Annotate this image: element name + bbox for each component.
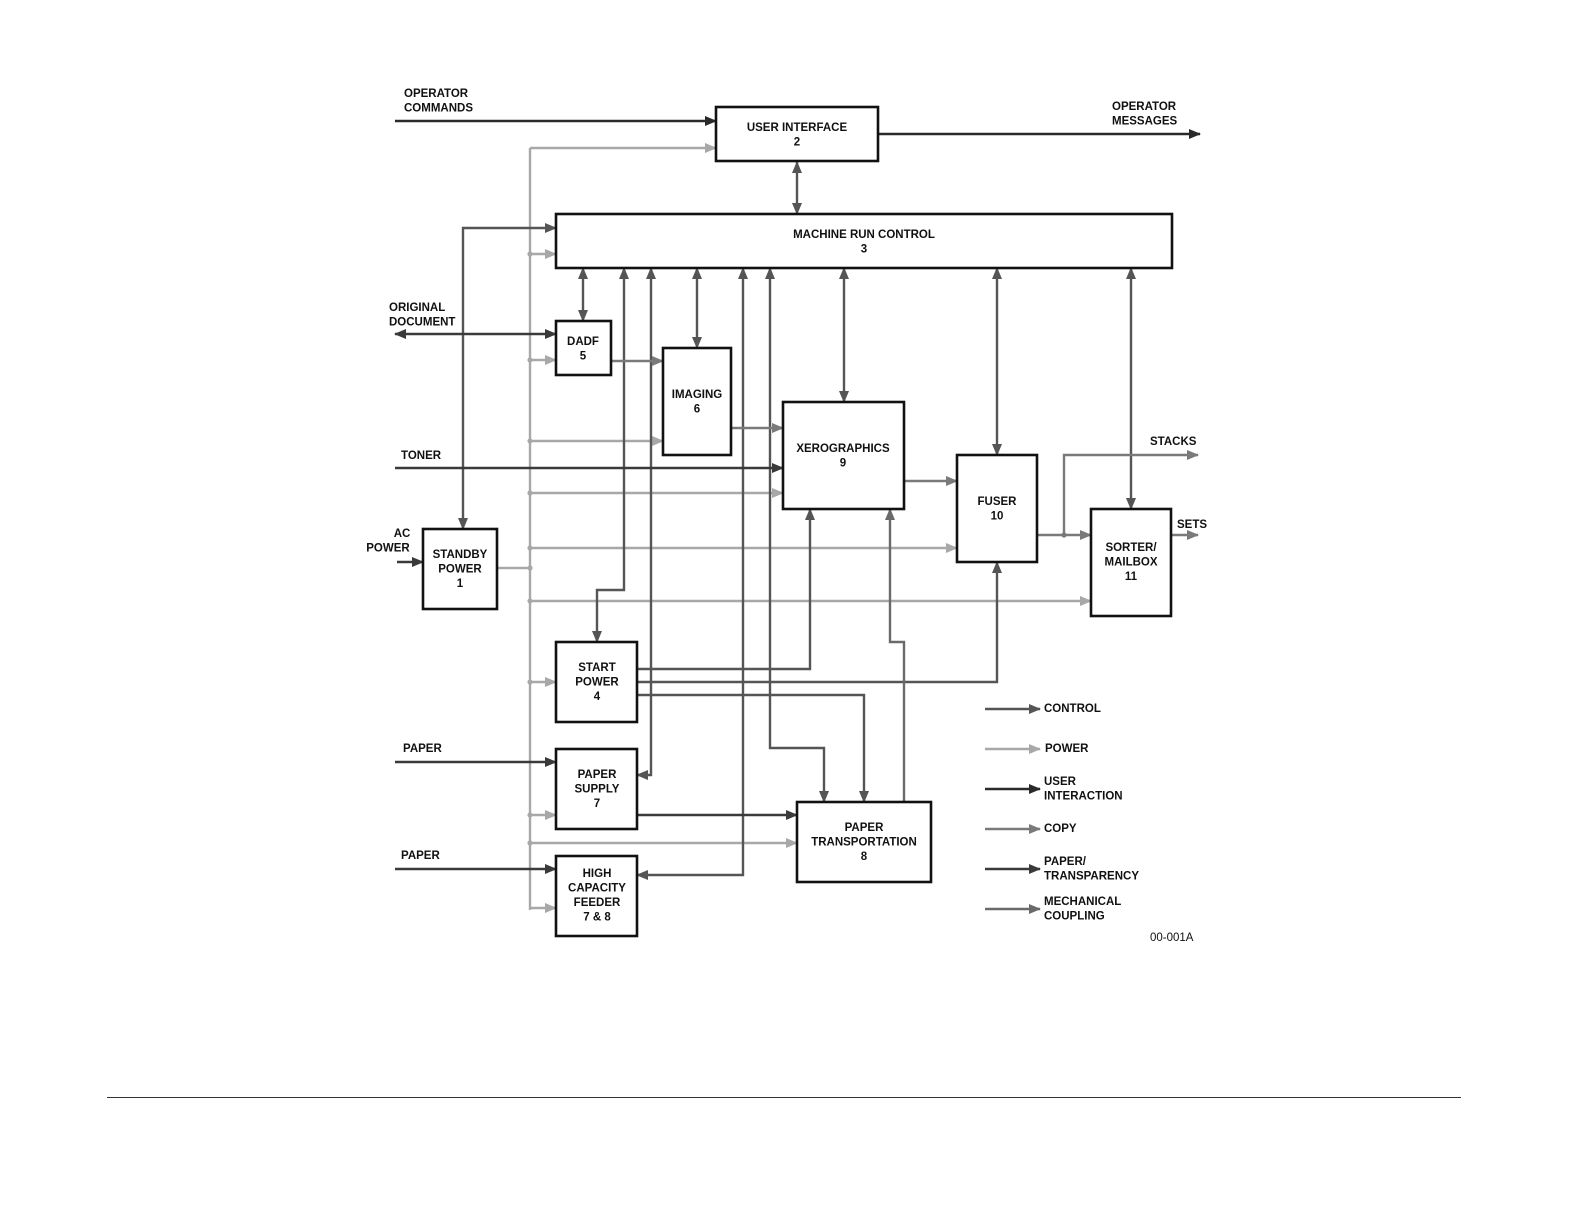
copy-junction-dot	[1061, 532, 1067, 538]
mrc-paper-transport-link	[765, 267, 829, 803]
mrc-standby-power-link	[458, 223, 557, 530]
start-power-to-fuser	[637, 561, 1002, 684]
mrc-start-power-link	[592, 267, 629, 643]
label-sets: SETS	[1177, 519, 1207, 531]
legend-power-label: POWER	[1045, 743, 1089, 755]
start-power-to-paper-transport	[637, 693, 869, 803]
start-power-to-xerographics	[637, 508, 815, 671]
connectors	[394, 116, 1201, 913]
transport-to-xerographics-coupling	[885, 508, 906, 802]
figure-id: 00-001A	[1150, 932, 1194, 944]
power-junction-dots	[527, 251, 533, 846]
mrc-hcf-link	[636, 267, 748, 880]
label-paper-supply-input: PAPER	[403, 743, 442, 755]
legend-paper-transparency-label: PAPER/TRANSPARENCY	[1044, 856, 1139, 883]
label-paper-hcf-input: PAPER	[401, 850, 440, 862]
label-stacks: STACKS	[1150, 436, 1197, 448]
legend-control-label: CONTROL	[1044, 703, 1101, 715]
legend-copy-label: COPY	[1044, 823, 1077, 835]
label-toner: TONER	[401, 450, 442, 462]
footer-rule	[107, 1097, 1461, 1098]
mrc-paper-supply-link	[636, 267, 656, 780]
stacks-arrow	[1062, 450, 1199, 535]
